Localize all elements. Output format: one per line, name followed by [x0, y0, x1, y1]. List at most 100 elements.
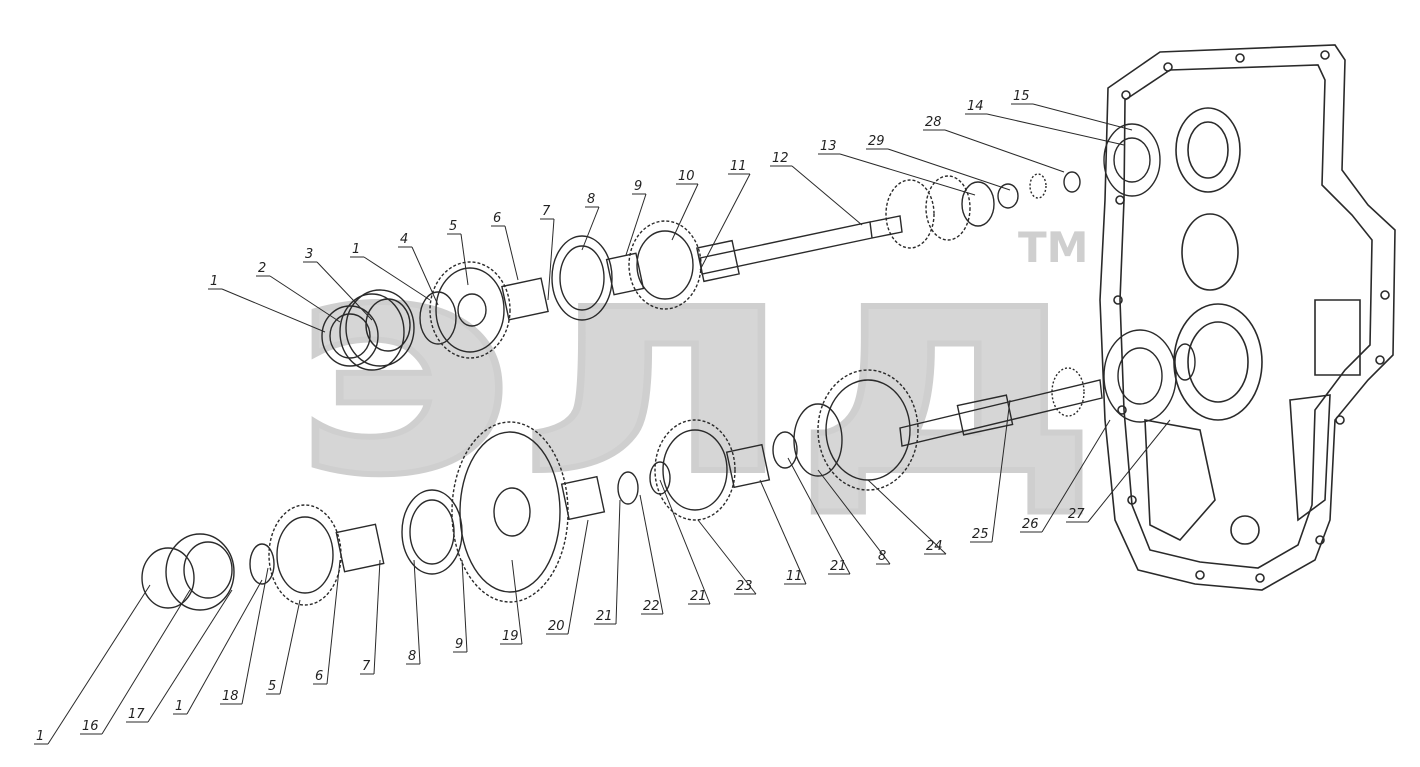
callout-number: 29	[868, 134, 885, 149]
callout-8: 8	[817, 469, 891, 565]
callout-leader-line	[1032, 103, 1133, 131]
callout-21: 21	[659, 479, 711, 605]
callout-leader-line	[671, 183, 699, 241]
callout-leader-line	[511, 559, 523, 645]
callout-leader-line	[326, 559, 341, 685]
callout-leader-line	[615, 499, 621, 625]
callout-leader-line	[1041, 419, 1111, 533]
callout-number: 7	[362, 659, 371, 674]
callout-leader-line	[567, 519, 589, 635]
callout-12: 12	[770, 151, 863, 226]
callout-leader-line	[839, 153, 976, 196]
callout-16: 16	[80, 589, 191, 735]
callout-leader-line	[411, 246, 439, 306]
callout-number: 4	[400, 232, 408, 247]
callout-leader-line	[373, 559, 381, 675]
callout-number: 2	[258, 261, 266, 276]
callout-number: 26	[1022, 517, 1039, 532]
callout-leader-line	[659, 479, 711, 605]
callout-21: 21	[594, 499, 621, 625]
callout-number: 16	[82, 719, 99, 734]
callout-19: 19	[500, 559, 523, 645]
callout-leader-line	[461, 559, 468, 653]
callout-18: 18	[220, 567, 269, 705]
callout-7: 7	[540, 204, 555, 301]
callout-leader-line	[697, 519, 757, 595]
callout-25: 25	[970, 399, 1011, 543]
callout-leader-line	[460, 233, 469, 286]
callout-8: 8	[581, 192, 600, 251]
callout-leader-line	[625, 193, 647, 256]
callout-leader-line	[241, 567, 269, 705]
callout-leader-line	[221, 288, 326, 333]
callout-5: 5	[266, 599, 301, 695]
callout-leader-line	[413, 559, 421, 665]
callout-2: 2	[256, 261, 341, 323]
callout-15: 15	[1011, 89, 1133, 131]
callout-number: 1	[36, 729, 44, 744]
callout-6: 6	[313, 559, 341, 685]
callout-number: 21	[596, 609, 613, 624]
callout-13: 13	[818, 139, 976, 196]
callout-number: 8	[408, 649, 416, 664]
callout-4: 4	[398, 232, 439, 306]
callout-leader-line	[101, 589, 191, 735]
gearbox-housing	[1100, 45, 1395, 590]
watermark-trademark: TM	[1018, 223, 1088, 272]
callout-11: 11	[699, 159, 751, 271]
callout-leader-line	[639, 494, 664, 615]
callout-number: 27	[1068, 507, 1085, 522]
callout-number: 1	[352, 242, 360, 257]
callout-number: 20	[548, 619, 565, 634]
callout-number: 14	[967, 99, 984, 114]
callout-leader-line	[363, 256, 431, 301]
callout-number: 6	[315, 669, 323, 684]
callout-10: 10	[671, 169, 699, 241]
callout-number: 15	[1013, 89, 1030, 104]
callout-number: 12	[772, 151, 789, 166]
callout-number: 28	[925, 115, 942, 130]
callout-number: 23	[736, 579, 753, 594]
callout-8: 8	[406, 559, 421, 665]
callout-9: 9	[625, 179, 647, 256]
callout-24: 24	[867, 479, 947, 555]
callout-1: 1	[350, 242, 431, 301]
callout-29: 29	[866, 134, 1011, 191]
callout-leader-line	[547, 218, 555, 301]
callout-11: 11	[759, 479, 807, 585]
callout-leader-line	[581, 206, 600, 251]
callout-number: 19	[502, 629, 519, 644]
callout-number: 8	[878, 549, 886, 564]
callout-leader-line	[887, 148, 1011, 191]
callout-number: 11	[730, 159, 747, 174]
callout-22: 22	[639, 494, 664, 615]
callout-number: 5	[449, 219, 457, 234]
callout-number: 11	[786, 569, 803, 584]
callout-leader-line	[147, 589, 233, 723]
callout-17: 17	[126, 589, 233, 723]
callout-leader-line	[269, 275, 341, 323]
watermark-text: элд	[290, 192, 1100, 541]
callout-number: 8	[587, 192, 595, 207]
callout-23: 23	[697, 519, 757, 595]
callout-number: 9	[634, 179, 642, 194]
callout-27: 27	[1066, 419, 1171, 523]
callout-number: 13	[820, 139, 837, 154]
callout-leader-line	[867, 479, 947, 555]
callout-1: 1	[208, 274, 326, 333]
callout-leader-line	[279, 599, 301, 695]
lower-shaft-assembly	[142, 330, 1195, 610]
callout-1: 1	[173, 579, 263, 715]
callout-5: 5	[447, 219, 469, 286]
callout-number: 10	[678, 169, 695, 184]
callout-28: 28	[923, 115, 1065, 173]
callout-number: 22	[643, 599, 660, 614]
callout-26: 26	[1020, 419, 1111, 533]
callout-leader-line	[986, 113, 1125, 146]
callout-number: 18	[222, 689, 239, 704]
callout-leader-line	[991, 399, 1011, 543]
callout-number: 3	[305, 247, 313, 262]
callout-leader-line	[316, 261, 373, 321]
callout-14: 14	[965, 99, 1125, 146]
